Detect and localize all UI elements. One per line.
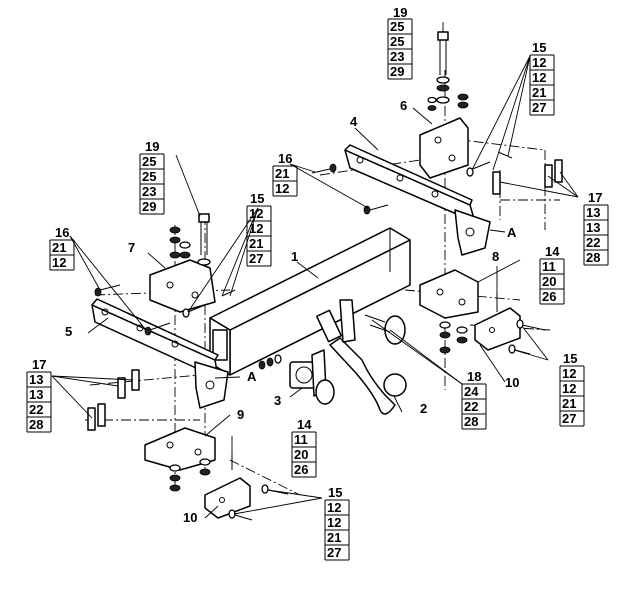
callout-14-left: 14	[297, 417, 312, 432]
stack-value: 12	[327, 500, 341, 515]
callout-10-left: 10	[183, 510, 197, 525]
stack-value: 27	[562, 411, 576, 426]
stack-value: 12	[532, 55, 546, 70]
callout-15-right: 15	[563, 351, 577, 366]
callout-6: 6	[400, 98, 407, 113]
stack-value: 12	[327, 515, 341, 530]
callout-19-left: 19	[145, 139, 159, 154]
bracket-plate-7	[149, 259, 216, 313]
callout-14-right: 14	[545, 244, 560, 259]
leader-lines	[51, 22, 579, 519]
callout-2: 2	[420, 401, 427, 416]
stack-value: 28	[464, 414, 478, 429]
stack-value: 11	[294, 432, 308, 447]
stack-value: 26	[542, 289, 556, 304]
stack-value: 29	[390, 64, 404, 79]
stack-value: 22	[464, 399, 478, 414]
callout-3: 3	[274, 393, 281, 408]
stack-value: 11	[542, 259, 556, 274]
stack-value: 21	[532, 85, 546, 100]
stack-value: 28	[29, 417, 43, 432]
callout-17-right: 17	[588, 190, 602, 205]
callout-19-top: 19	[393, 5, 407, 20]
stack-value: 13	[29, 372, 43, 387]
stack-value: 25	[142, 154, 156, 169]
stack-value: 20	[542, 274, 556, 289]
callout-7: 7	[128, 240, 135, 255]
small-plate-10-right	[474, 307, 521, 351]
callout-15-left: 15	[250, 191, 264, 206]
bracket-plate-6	[419, 117, 469, 179]
right-side-rail	[344, 144, 491, 256]
stack-value: 25	[390, 34, 404, 49]
callout-8: 8	[492, 249, 499, 264]
stack-value: 27	[327, 545, 341, 560]
bracket-plate-8	[419, 269, 479, 319]
callout-16-left: 16	[55, 225, 69, 240]
stack-value: 20	[294, 447, 308, 462]
stack-value: 26	[294, 462, 308, 477]
stack-value: 13	[586, 205, 600, 220]
stack-value: 12	[249, 221, 263, 236]
stack-value: 28	[586, 250, 600, 265]
callout-17-left: 17	[32, 357, 46, 372]
callout-15-top: 15	[532, 40, 546, 55]
stack-value: 24	[464, 384, 479, 399]
callout-10-right: 10	[505, 375, 519, 390]
tow-ball-neck	[315, 299, 407, 415]
stack-value: 29	[142, 199, 156, 214]
stack-value: 25	[390, 19, 404, 34]
callout-9: 9	[237, 407, 244, 422]
stack-value: 12	[275, 181, 289, 196]
bracket-plate-9	[144, 427, 216, 471]
cross-beam	[209, 227, 411, 376]
stack-value: 27	[532, 100, 546, 115]
stack-value: 22	[29, 402, 43, 417]
callout-16-top: 16	[278, 151, 292, 166]
stack-value: 21	[275, 166, 289, 181]
stack-value: 13	[29, 387, 43, 402]
stack-value: 22	[586, 235, 600, 250]
callout-1: 1	[291, 249, 298, 264]
callout-detail-a-left: A	[247, 369, 257, 384]
stack-value: 13	[586, 220, 600, 235]
callout-18: 18	[467, 369, 481, 384]
stack-value: 21	[249, 236, 263, 251]
stack-value: 21	[327, 530, 341, 545]
callout-detail-a-right: A	[507, 225, 517, 240]
stack-value: 27	[249, 251, 263, 266]
callout-15-bottom: 15	[328, 485, 342, 500]
stack-value: 23	[390, 49, 404, 64]
callout-4: 4	[350, 114, 358, 129]
stack-value: 21	[52, 240, 66, 255]
stack-value: 12	[562, 381, 576, 396]
stack-value: 12	[532, 70, 546, 85]
left-side-rail	[91, 298, 229, 409]
callout-numbers: 19 15 6 4 16 19 15 17 A 16 1 7 14 8 5 15…	[32, 5, 602, 525]
stack-value: 23	[142, 184, 156, 199]
stack-value: 12	[562, 366, 576, 381]
stack-value: 12	[249, 206, 263, 221]
stack-value: 21	[562, 396, 576, 411]
stack-value: 25	[142, 169, 156, 184]
callout-5: 5	[65, 324, 72, 339]
stack-value: 12	[52, 255, 66, 270]
